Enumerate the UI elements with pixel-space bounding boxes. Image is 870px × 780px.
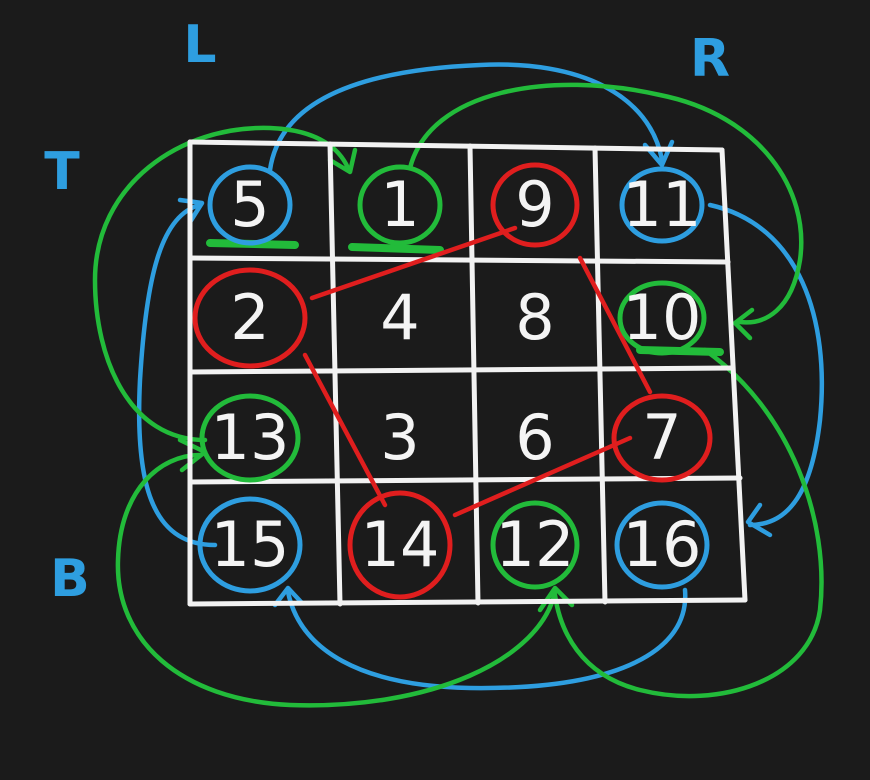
green-arrow-curves bbox=[92, 82, 824, 708]
grid-bottom-edge bbox=[187, 597, 748, 607]
red-line-14-to-7 bbox=[452, 435, 633, 518]
cell-numbers: 5 1 9 11 2 4 8 10 13 3 6 7 15 14 12 16 bbox=[211, 168, 702, 581]
cell-number-15: 15 bbox=[211, 508, 290, 581]
grid-row-line-1 bbox=[187, 255, 731, 265]
grid-right-edge bbox=[719, 147, 748, 603]
blue-curve-11-to-16 bbox=[707, 202, 825, 528]
circle-around-16 bbox=[614, 500, 710, 590]
red-line-7-to-9 bbox=[577, 255, 653, 395]
underline-under-1 bbox=[348, 243, 444, 254]
green-arrowhead-1 bbox=[327, 147, 358, 175]
green-curve-12-to-13 bbox=[115, 452, 558, 708]
red-line-9-to-2 bbox=[309, 225, 518, 301]
cell-number-8: 8 bbox=[515, 281, 554, 354]
cell-number-5: 5 bbox=[230, 168, 269, 241]
blue-arrowhead-15 bbox=[272, 585, 305, 608]
grid-row-line-2 bbox=[187, 365, 735, 375]
blue-curve-15-to-5 bbox=[136, 202, 218, 548]
circle-around-2 bbox=[192, 267, 308, 369]
green-curve-1-to-10 bbox=[407, 82, 804, 325]
cell-number-1: 1 bbox=[380, 168, 419, 241]
cell-number-10: 10 bbox=[623, 281, 702, 354]
label-r: R bbox=[690, 29, 730, 89]
cell-number-11: 11 bbox=[623, 168, 702, 241]
square-grid bbox=[187, 139, 748, 607]
grid-col-line-3 bbox=[592, 145, 608, 605]
corner-labels: L R T B bbox=[44, 15, 730, 609]
grid-top-edge bbox=[187, 139, 725, 153]
cell-number-16: 16 bbox=[623, 508, 702, 581]
blue-arrow-curves bbox=[136, 62, 825, 691]
red-connection-lines bbox=[302, 225, 653, 518]
grid-col-line-2 bbox=[467, 143, 481, 606]
cell-number-14: 14 bbox=[361, 508, 440, 581]
red-line-2-to-14 bbox=[302, 352, 388, 508]
cell-number-7: 7 bbox=[642, 401, 681, 474]
circle-around-5 bbox=[207, 164, 293, 246]
grid-col-line-1 bbox=[327, 141, 343, 607]
circle-around-10 bbox=[617, 280, 707, 356]
circle-around-7 bbox=[611, 393, 713, 483]
blue-arrowhead-16 bbox=[745, 502, 773, 538]
cell-number-13: 13 bbox=[211, 401, 290, 474]
number-circles bbox=[192, 162, 713, 600]
blue-curve-16-to-15 bbox=[285, 587, 688, 691]
green-arrowhead-10 bbox=[732, 307, 755, 341]
green-curve-13-to-1 bbox=[92, 125, 351, 443]
circle-around-13 bbox=[199, 393, 301, 483]
blue-arrowhead-5 bbox=[177, 197, 205, 225]
circle-around-11 bbox=[619, 166, 705, 244]
green-curve-10-to-12 bbox=[552, 347, 824, 699]
label-l: L bbox=[183, 15, 216, 75]
circle-around-9 bbox=[490, 162, 580, 248]
cell-number-6: 6 bbox=[515, 401, 554, 474]
label-t: T bbox=[44, 142, 80, 202]
circle-around-1 bbox=[357, 164, 443, 246]
cell-number-9: 9 bbox=[515, 168, 554, 241]
circle-around-12 bbox=[490, 500, 580, 590]
cell-number-12: 12 bbox=[496, 508, 575, 581]
cell-number-2: 2 bbox=[230, 281, 269, 354]
cell-number-3: 3 bbox=[380, 401, 419, 474]
blue-curve-5-to-11 bbox=[267, 62, 665, 173]
circle-around-14 bbox=[347, 490, 453, 600]
circle-around-15 bbox=[197, 496, 303, 594]
cell-number-4: 4 bbox=[380, 281, 419, 354]
label-b: B bbox=[50, 549, 90, 609]
